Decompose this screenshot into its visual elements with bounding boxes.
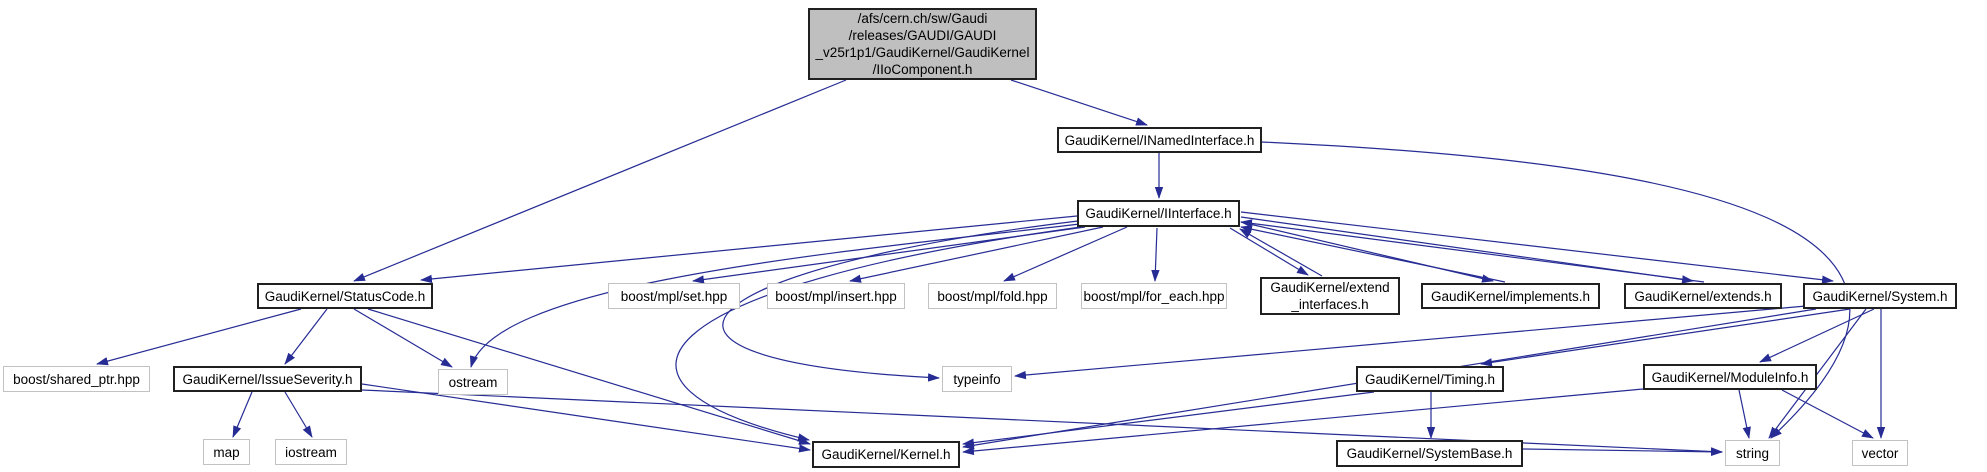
node-iostream: iostream xyxy=(275,439,347,465)
edge-extends-to-iinterface xyxy=(1240,219,1705,283)
node-extend-interfaces[interactable]: GaudiKernel/extend _interfaces.h xyxy=(1260,277,1400,315)
edge-extend-interfaces-to-iinterface xyxy=(1239,228,1323,277)
node-shared-ptr: boost/shared_ptr.hpp xyxy=(3,366,150,392)
edge-issueseverity-to-iostream xyxy=(284,391,313,438)
edge-statuscode-to-issueseverity xyxy=(284,308,328,365)
node-vector: vector xyxy=(1852,440,1908,466)
node-kernel[interactable]: GaudiKernel/Kernel.h xyxy=(812,441,960,468)
edge-moduleinfo-to-vector xyxy=(1781,389,1874,439)
edge-inamedinterface-to-string xyxy=(1261,141,1851,439)
edge-group xyxy=(96,79,1886,457)
edge-system-to-timing xyxy=(1480,308,1851,367)
node-iinterface[interactable]: GaudiKernel/IInterface.h xyxy=(1077,200,1240,227)
node-mpl-fold: boost/mpl/fold.hpp xyxy=(928,283,1057,309)
edge-statuscode-to-kernel xyxy=(367,308,811,445)
edge-iinterface-to-system xyxy=(1240,211,1834,284)
edge-iinterface-to-mpl-fold xyxy=(1003,226,1128,282)
edge-issueseverity-to-kernel xyxy=(361,383,811,453)
edge-systembase-to-string xyxy=(1522,447,1723,457)
node-mpl-for-each: boost/mpl/for_each.hpp xyxy=(1081,283,1227,309)
edge-iinterface-to-mpl-insert xyxy=(849,226,1104,283)
edge-iinterface-to-mpl-for-each xyxy=(1151,227,1160,282)
edge-timing-to-kernel xyxy=(962,391,1375,447)
node-systembase[interactable]: GaudiKernel/SystemBase.h xyxy=(1336,440,1523,467)
node-string: string xyxy=(1725,440,1780,466)
edge-moduleinfo-to-kernel xyxy=(962,388,1644,456)
node-extends[interactable]: GaudiKernel/extends.h xyxy=(1624,283,1782,309)
node-mpl-set: boost/mpl/set.hpp xyxy=(608,283,740,309)
node-mpl-insert: boost/mpl/insert.hpp xyxy=(767,283,905,309)
edge-issueseverity-to-map xyxy=(232,391,253,438)
node-moduleinfo[interactable]: GaudiKernel/ModuleInfo.h xyxy=(1643,364,1817,390)
edge-system-to-typeinfo xyxy=(1014,305,1807,380)
edge-root-to-inamedinterface xyxy=(1010,79,1148,126)
edge-statuscode-to-ostream xyxy=(353,308,453,368)
node-system[interactable]: GaudiKernel/System.h xyxy=(1803,283,1957,309)
node-map: map xyxy=(203,439,250,465)
node-typeinfo: typeinfo xyxy=(942,366,1012,392)
node-implements[interactable]: GaudiKernel/implements.h xyxy=(1421,283,1600,309)
node-timing[interactable]: GaudiKernel/Timing.h xyxy=(1356,366,1504,392)
node-root: /afs/cern.ch/sw/Gaudi /releases/GAUDI/GA… xyxy=(808,8,1037,80)
node-issueseverity[interactable]: GaudiKernel/IssueSeverity.h xyxy=(173,366,362,392)
node-statuscode[interactable]: GaudiKernel/StatusCode.h xyxy=(257,283,433,309)
edge-root-to-statuscode xyxy=(353,79,847,282)
edge-moduleinfo-to-string xyxy=(1738,389,1751,439)
edge-system-to-string xyxy=(1768,308,1867,439)
edge-implements-to-iinterface xyxy=(1240,225,1506,283)
edge-statuscode-to-shared-ptr xyxy=(96,308,302,366)
edge-iinterface-to-statuscode xyxy=(420,215,1078,284)
edge-system-to-moduleinfo xyxy=(1759,308,1875,363)
node-ostream: ostream xyxy=(438,369,508,395)
edge-iinterface-to-kernel xyxy=(675,226,1082,442)
node-inamedinterface[interactable]: GaudiKernel/INamedInterface.h xyxy=(1057,127,1262,153)
